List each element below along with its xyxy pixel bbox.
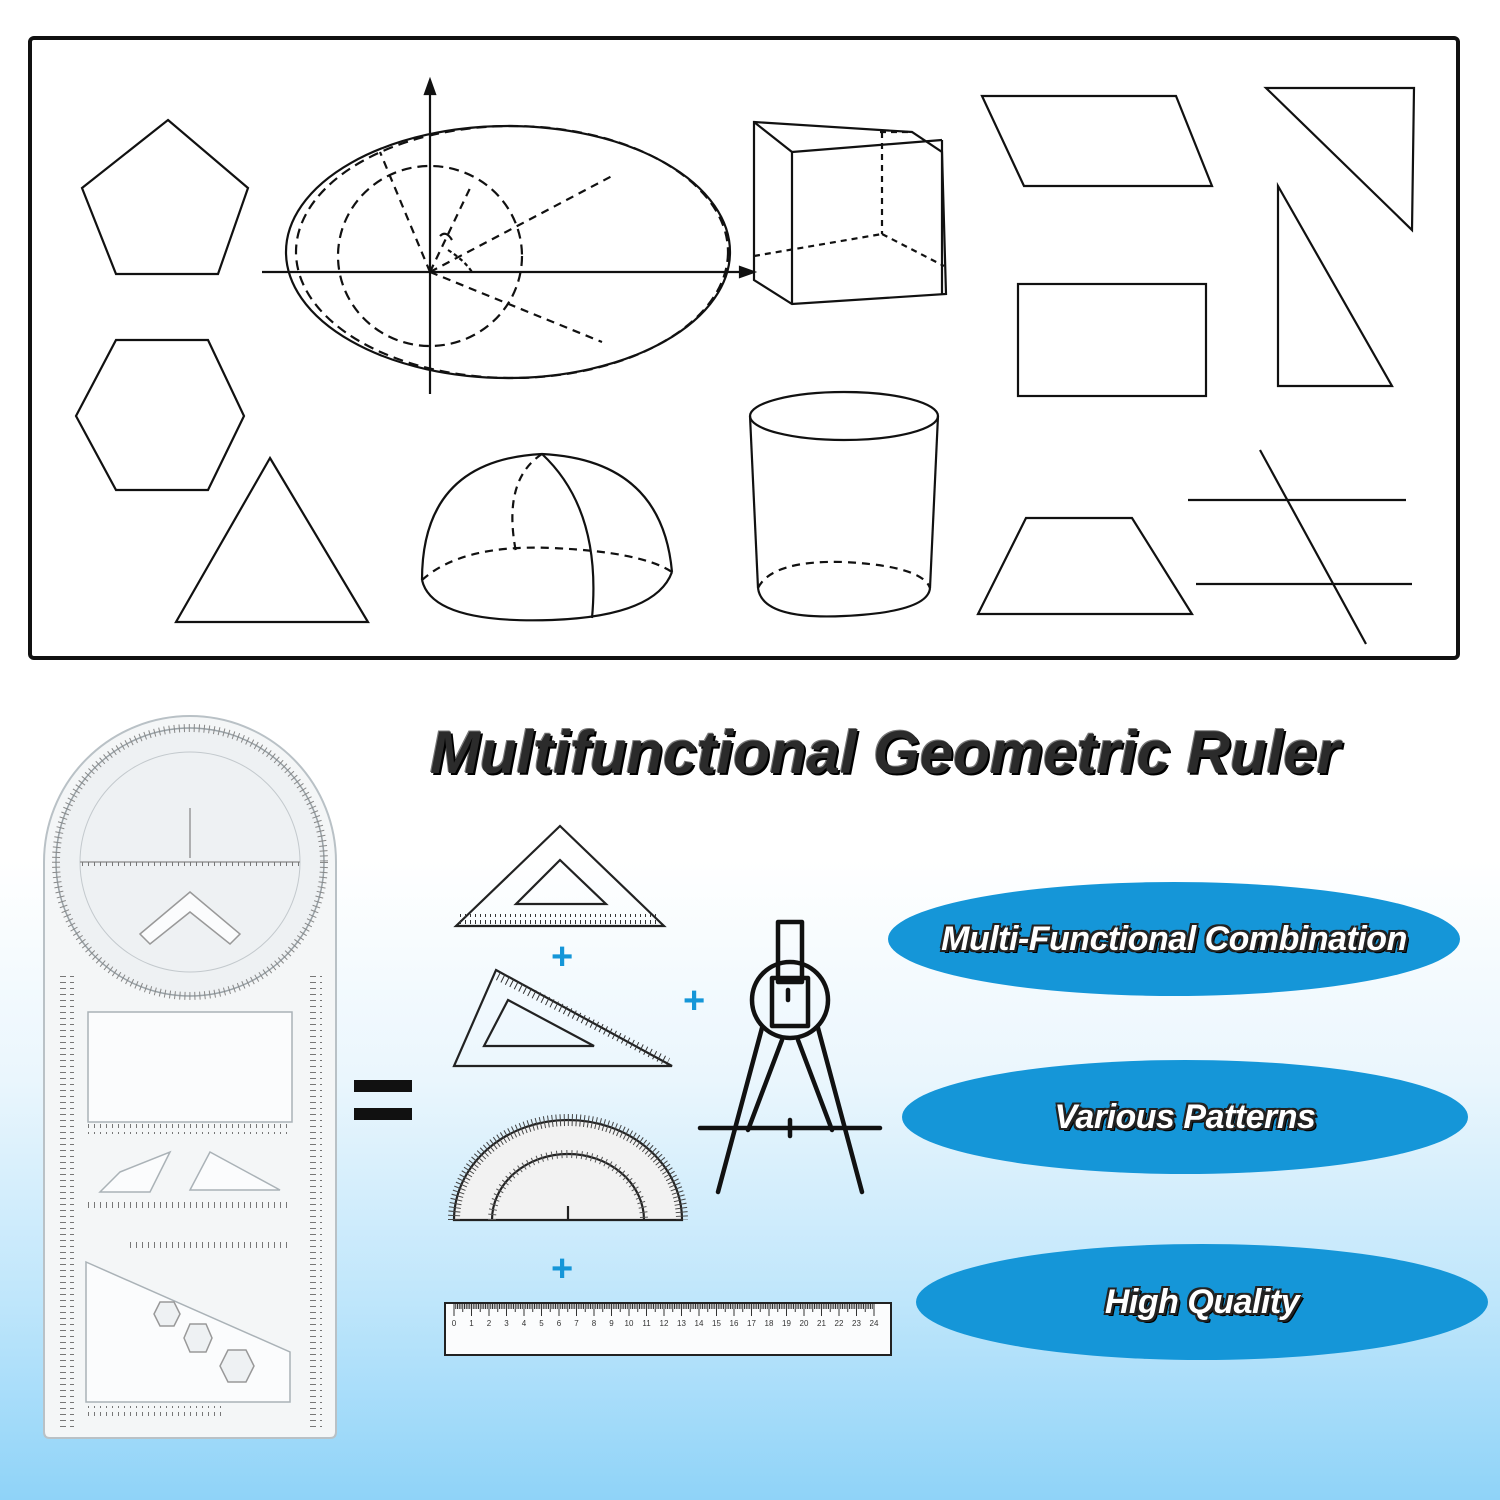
equals-sign bbox=[354, 1080, 412, 1120]
ruler-scale-label: 15 bbox=[712, 1319, 721, 1328]
ruler-scale-label: 14 bbox=[695, 1319, 704, 1328]
ruler-scale-label: 1 bbox=[469, 1319, 474, 1328]
ruler-scale-label: 11 bbox=[642, 1319, 651, 1328]
ruler-scale-label: 13 bbox=[677, 1319, 686, 1328]
pentagon-icon bbox=[80, 118, 250, 276]
ruler-scale-label: 9 bbox=[609, 1319, 614, 1328]
ruler-scale-label: 7 bbox=[574, 1319, 579, 1328]
rectangle-icon bbox=[1016, 282, 1208, 398]
plus-sign: + bbox=[683, 980, 706, 1022]
shapes-panel bbox=[28, 36, 1460, 660]
shapes-drawing bbox=[74, 76, 1416, 645]
combined-ruler-icon bbox=[43, 715, 337, 1439]
page-title: Multifunctional Geometric Ruler bbox=[429, 719, 1341, 786]
feature-label: Various Patterns bbox=[1054, 1097, 1316, 1136]
ruler-scale-label: 6 bbox=[557, 1319, 562, 1328]
ruler-scale-label: 21 bbox=[817, 1319, 826, 1328]
protractor-icon bbox=[448, 1114, 688, 1222]
ruler-scale-label: 18 bbox=[765, 1319, 774, 1328]
ruler-scale-label: 20 bbox=[800, 1319, 809, 1328]
ruler-scale-label: 12 bbox=[660, 1319, 669, 1328]
cylinder-icon bbox=[748, 390, 940, 618]
triangle-ruler-icon bbox=[453, 824, 667, 928]
triangle-icon bbox=[174, 455, 370, 624]
plus-sign: + bbox=[551, 936, 574, 978]
ruler-scale-label: 16 bbox=[730, 1319, 739, 1328]
ruler-scale-label: 2 bbox=[487, 1319, 492, 1328]
ruler-scale-label: 0 bbox=[452, 1319, 457, 1328]
ellipse-diagram-icon bbox=[262, 76, 758, 394]
ruler-scale-label: 4 bbox=[522, 1319, 527, 1328]
tall-triangle-icon bbox=[1276, 181, 1394, 388]
ruler-scale-label: 23 bbox=[852, 1319, 861, 1328]
ruler-scale-label: 3 bbox=[504, 1319, 509, 1328]
hexagon-icon bbox=[74, 338, 246, 492]
feature-badge-patterns: Various Patterns bbox=[902, 1060, 1468, 1174]
feature-badge-quality: High Quality bbox=[916, 1244, 1488, 1360]
ruler-scale-label: 24 bbox=[870, 1319, 879, 1328]
feature-label: Multi-Functional Combination bbox=[941, 919, 1407, 958]
hemisphere-icon bbox=[420, 452, 674, 622]
ruler-scale-label: 10 bbox=[625, 1319, 634, 1328]
feature-badge-combination: Multi-Functional Combination bbox=[888, 882, 1460, 996]
plus-sign: + bbox=[551, 1248, 574, 1290]
trapezoid-icon bbox=[976, 516, 1194, 616]
transversal-lines-icon bbox=[1188, 449, 1412, 645]
ruler-scale-label: 8 bbox=[592, 1319, 597, 1328]
ruler-scale-label: 22 bbox=[835, 1319, 844, 1328]
right-triangle-icon bbox=[1263, 86, 1416, 233]
parallelogram-icon bbox=[980, 94, 1214, 188]
feature-label: High Quality bbox=[1104, 1282, 1300, 1321]
ruler-scale-label: 19 bbox=[782, 1319, 791, 1328]
compass-icon bbox=[697, 919, 883, 1195]
cube-icon bbox=[752, 120, 948, 306]
set-square-icon bbox=[452, 968, 673, 1068]
ruler-scale-label: 17 bbox=[747, 1319, 756, 1328]
ruler-scale-label: 5 bbox=[539, 1319, 544, 1328]
